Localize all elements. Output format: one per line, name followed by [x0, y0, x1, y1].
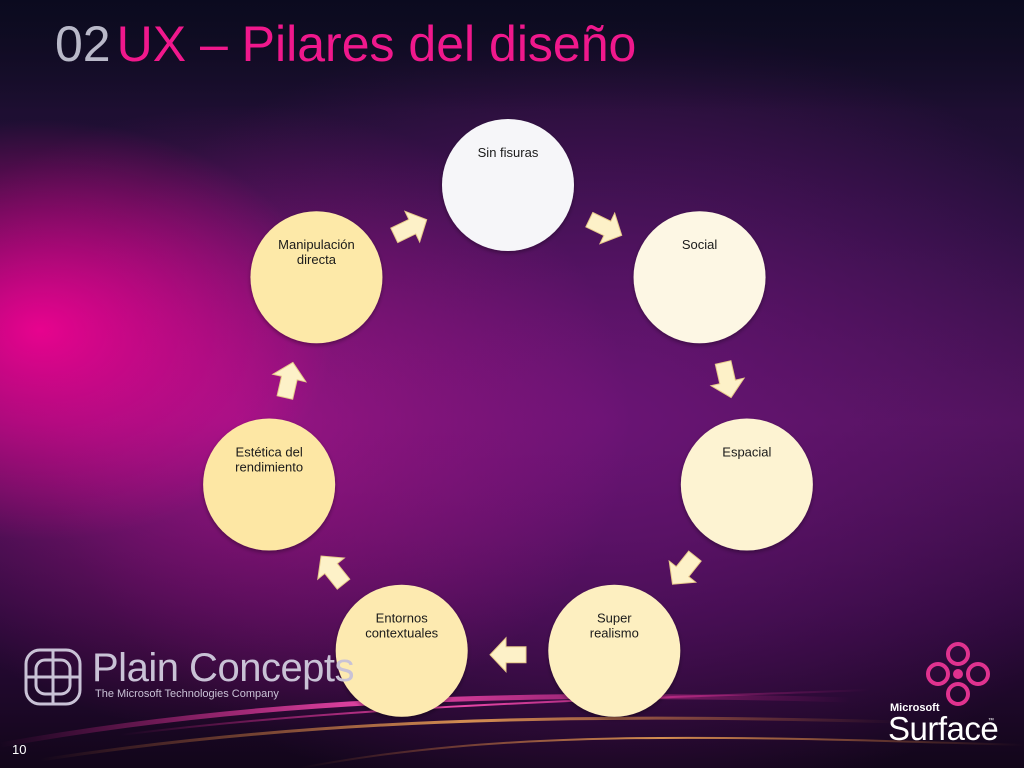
product-name: Surface [888, 710, 999, 747]
cycle-node-label: Estética del [236, 445, 303, 460]
cycle-node-label: realismo [590, 626, 639, 641]
cycle-node-label: directa [297, 252, 337, 267]
cycle-node-circle [633, 211, 766, 344]
cycle-node-circle [548, 584, 681, 717]
cycle-node-label: Social [682, 237, 718, 252]
surface-symbol-icon [926, 642, 990, 706]
cycle-arrow-icon [668, 550, 702, 585]
cycle-node-label: contextuales [365, 626, 438, 641]
cycle-node-label: Super [597, 611, 632, 626]
cycle-arrow-icon [317, 555, 351, 590]
cycle-arrow-icon [585, 211, 623, 245]
cycle-node-circle [680, 418, 813, 551]
title-number: 02 [55, 16, 111, 72]
cycle-arrow-icon [390, 210, 428, 244]
cycle-node-circle [250, 211, 383, 344]
page-number: 10 [12, 742, 27, 757]
cycle-node-social: Social [633, 211, 766, 344]
cycle-node-label: Sin fisuras [478, 145, 539, 160]
cycle-node-label: Entornos [376, 611, 429, 626]
cycle-arrow-icon [271, 361, 308, 400]
plain-concepts-logo-icon [24, 648, 82, 706]
trademark-mark: ™ [988, 718, 994, 724]
cycle-node-espacial: Espacial [680, 418, 813, 551]
title-text: UX – Pilares del diseño [116, 16, 637, 72]
cycle-node-label: Espacial [722, 445, 771, 460]
company-tagline: The Microsoft Technologies Company [95, 688, 279, 700]
cycle-node-circle [203, 418, 336, 551]
cycle-node-sin-fisuras: Sin fisuras [442, 119, 574, 251]
cycle-node-label: rendimiento [235, 460, 303, 475]
title-band [0, 0, 1024, 110]
cycle-arrow-icon [709, 360, 746, 399]
cycle-arrow-icon [489, 636, 527, 673]
company-name: Plain Concepts [92, 646, 355, 690]
product-vendor: Microsoft [890, 702, 940, 714]
cycle-node-label: Manipulación [278, 237, 355, 252]
cycle-node-circle [442, 119, 574, 251]
cycle-node-circle [335, 584, 468, 717]
